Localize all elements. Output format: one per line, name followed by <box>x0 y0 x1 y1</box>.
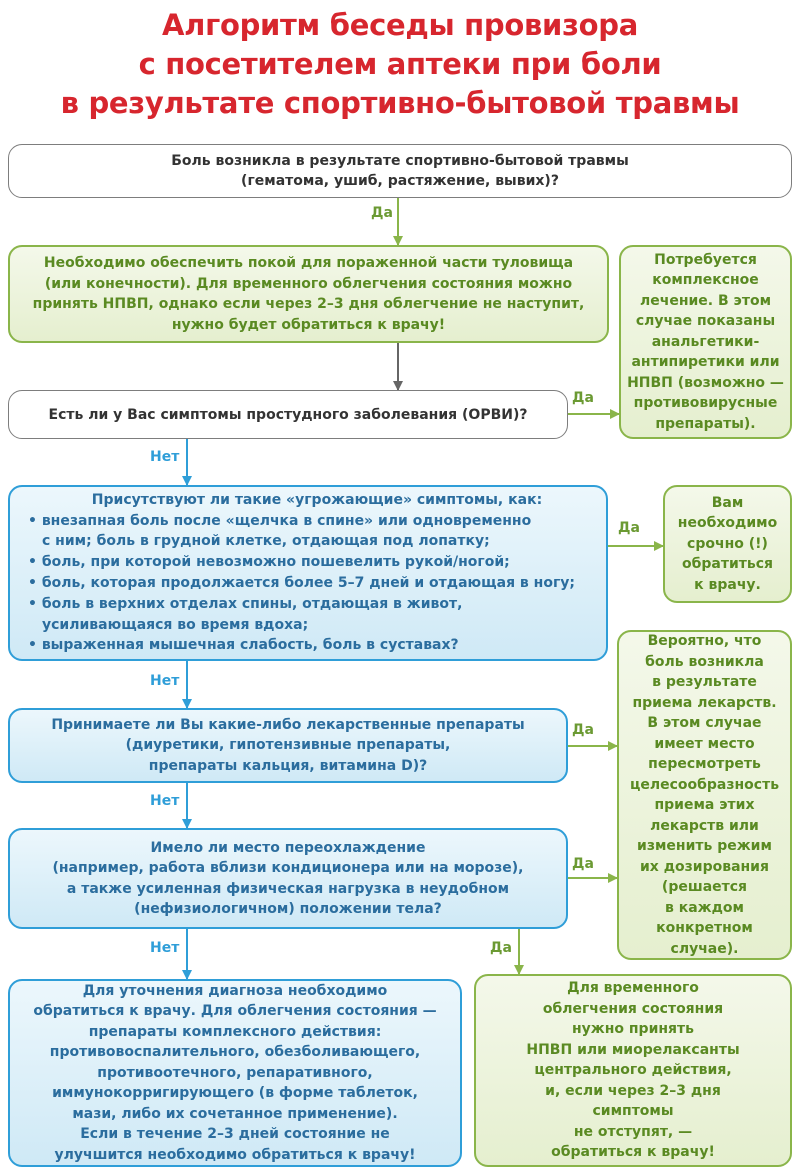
node-line: • боль в верхних отделах спины, отдающая… <box>28 595 463 612</box>
node-line: анальгетики- <box>651 333 760 350</box>
title-line-1: Алгоритм беседы провизора <box>162 8 638 42</box>
node-line: к врачу. <box>694 576 761 593</box>
node-line: антипиретики или <box>631 354 780 371</box>
node-line: (решается <box>661 879 748 895</box>
node-line: Есть ли у Вас симптомы простудного забол… <box>48 406 528 423</box>
label-yes-q3: Да <box>618 520 640 536</box>
node-line: Если в течение 2–3 дней состояние не <box>80 1126 390 1143</box>
node-line: приема этих <box>654 797 755 813</box>
node-line: облегчения состояния <box>542 1000 724 1017</box>
node-line: Потребуется <box>654 251 757 268</box>
node-line: принять НПВП, однако если через 2–3 дня … <box>32 296 585 312</box>
node-line: лекарств или <box>650 817 759 834</box>
node-see-doctor: Для уточнения диагноза необходимо обрати… <box>8 979 462 1167</box>
node-line: боль возникла <box>645 653 764 670</box>
node-line: в каждом <box>665 899 744 916</box>
node-line: их дозирования <box>639 858 769 875</box>
node-line: Присутствуют ли такие «угрожающие» симпт… <box>91 491 543 508</box>
node-line: обратиться <box>681 556 774 573</box>
node-line: нужно будет обратиться к врачу! <box>171 316 446 333</box>
title-line-2: с посетителем аптеки при боли <box>138 47 662 81</box>
node-line: улучшится необходимо обратиться к врачу! <box>54 1146 416 1163</box>
node-line: обратиться к врачу! <box>551 1144 715 1161</box>
node-line: мази, либо их сочетанное применение). <box>72 1105 398 1122</box>
label-yes-q5-down: Да <box>490 940 512 956</box>
node-line: приема лекарств. <box>632 694 777 711</box>
node-line: в результате <box>652 674 757 690</box>
node-line: необходимо <box>677 515 778 532</box>
node-line: целесообразность <box>629 776 780 793</box>
node-line: препараты). <box>655 415 756 432</box>
node-line: имеет место <box>654 735 755 752</box>
node-question-threat-symptoms: Присутствуют ли такие «угрожающие» симпт… <box>8 485 608 661</box>
node-line: с ним; боль в грудной клетке, отдающая п… <box>42 533 490 550</box>
node-line: не отступят, — <box>573 1123 693 1140</box>
node-line: комплексное <box>652 272 759 289</box>
label-no-q2: Нет <box>150 449 180 465</box>
node-line: противоотечного, репаративного, <box>97 1064 373 1081</box>
node-line: (гематома, ушиб, растяжение, вывих)? <box>241 173 559 189</box>
node-line: • внезапная боль после «щелчка в спине» … <box>28 512 532 529</box>
node-muscle-relaxants: Для временного облегчения состояния нужн… <box>474 974 792 1167</box>
node-line: конкретном <box>656 920 753 936</box>
title-line-3: в результате спортивно-бытовой травмы <box>60 86 740 120</box>
node-line: НПВП (возможно — <box>627 374 784 391</box>
node-line: усиливающаяся во время вдоха; <box>42 616 309 633</box>
node-line: случае показаны <box>635 313 776 330</box>
node-line: Необходимо обеспечить покой для пораженн… <box>43 255 574 271</box>
node-question-injury: Боль возникла в результате спортивно-быт… <box>8 144 792 198</box>
node-line: Вам <box>711 494 744 511</box>
node-line: изменить режим <box>637 838 772 854</box>
node-line: Вероятно, что <box>647 633 762 649</box>
label-no-q4: Нет <box>150 793 180 809</box>
label-yes-q5: Да <box>572 856 594 872</box>
node-line: В этом случае <box>647 715 762 731</box>
node-complex-treatment: Потребуется комплексное лечение. В этом … <box>619 245 792 439</box>
node-line: а также усиленная физическая нагрузка в … <box>66 880 510 897</box>
node-line: иммунокорригирующего (в форме таблеток, <box>52 1085 418 1102</box>
node-line: (например, работа вблизи кондиционера ил… <box>52 860 524 876</box>
node-line: Боль возникла в результате спортивно-быт… <box>171 153 629 169</box>
node-line: центрального действия, <box>534 1062 732 1079</box>
node-line: Для уточнения диагноза необходимо <box>82 982 388 999</box>
node-line: лечение. В этом <box>639 292 772 309</box>
node-line: случае). <box>670 940 739 957</box>
node-line: НПВП или миорелаксанты <box>526 1041 740 1058</box>
node-line: нужно принять <box>571 1021 695 1038</box>
node-urgent-doctor: Вам необходимо срочно (!) обратиться к в… <box>663 485 792 603</box>
node-question-cold: Есть ли у Вас симптомы простудного забол… <box>8 390 568 439</box>
node-line: препараты комплексного действия: <box>88 1023 382 1040</box>
node-line: и, если через 2–3 дня <box>545 1082 721 1099</box>
node-question-medications: Принимаете ли Вы какие-либо лекарственны… <box>8 708 568 783</box>
label-yes-q2: Да <box>572 390 594 406</box>
node-line: • боль, при которой невозможно пошевелит… <box>28 554 510 571</box>
node-line: пересмотреть <box>648 756 761 772</box>
node-line: Для временного <box>567 980 699 997</box>
label-yes-q4: Да <box>572 722 594 738</box>
node-line: Имело ли место переохлаждение <box>150 839 426 856</box>
node-rest-advice: Необходимо обеспечить покой для пораженн… <box>8 245 609 343</box>
node-line: обратиться к врачу. Для облегчения состо… <box>33 1003 437 1020</box>
node-line: (диуретики, гипотензивные препараты, <box>125 737 451 754</box>
label-no-q3: Нет <box>150 673 180 689</box>
label-no-q5: Нет <box>150 940 180 956</box>
node-line: • боль, которая продолжается более 5–7 д… <box>28 575 575 591</box>
node-line: противовирусные <box>633 395 778 412</box>
node-line: Принимаете ли Вы какие-либо лекарственны… <box>51 716 525 733</box>
label-yes-q1: Да <box>371 205 393 221</box>
node-question-hypothermia: Имело ли место переохлаждение (например,… <box>8 828 568 929</box>
node-line: (нефизиологичном) положении тела? <box>134 901 442 917</box>
node-medication-review: Вероятно, что боль возникла в результате… <box>617 630 792 960</box>
node-line: срочно (!) <box>687 535 768 552</box>
node-line: • выраженная мышечная слабость, боль в с… <box>28 637 459 654</box>
node-line: симптомы <box>592 1103 674 1120</box>
node-line: препараты кальция, витамина D)? <box>148 757 428 774</box>
node-line: противовоспалительного, обезболивающего, <box>49 1044 421 1061</box>
node-line: (или конечности). Для временного облегче… <box>44 275 573 292</box>
diagram-title: Алгоритм беседы провизора с посетителем … <box>0 6 800 123</box>
